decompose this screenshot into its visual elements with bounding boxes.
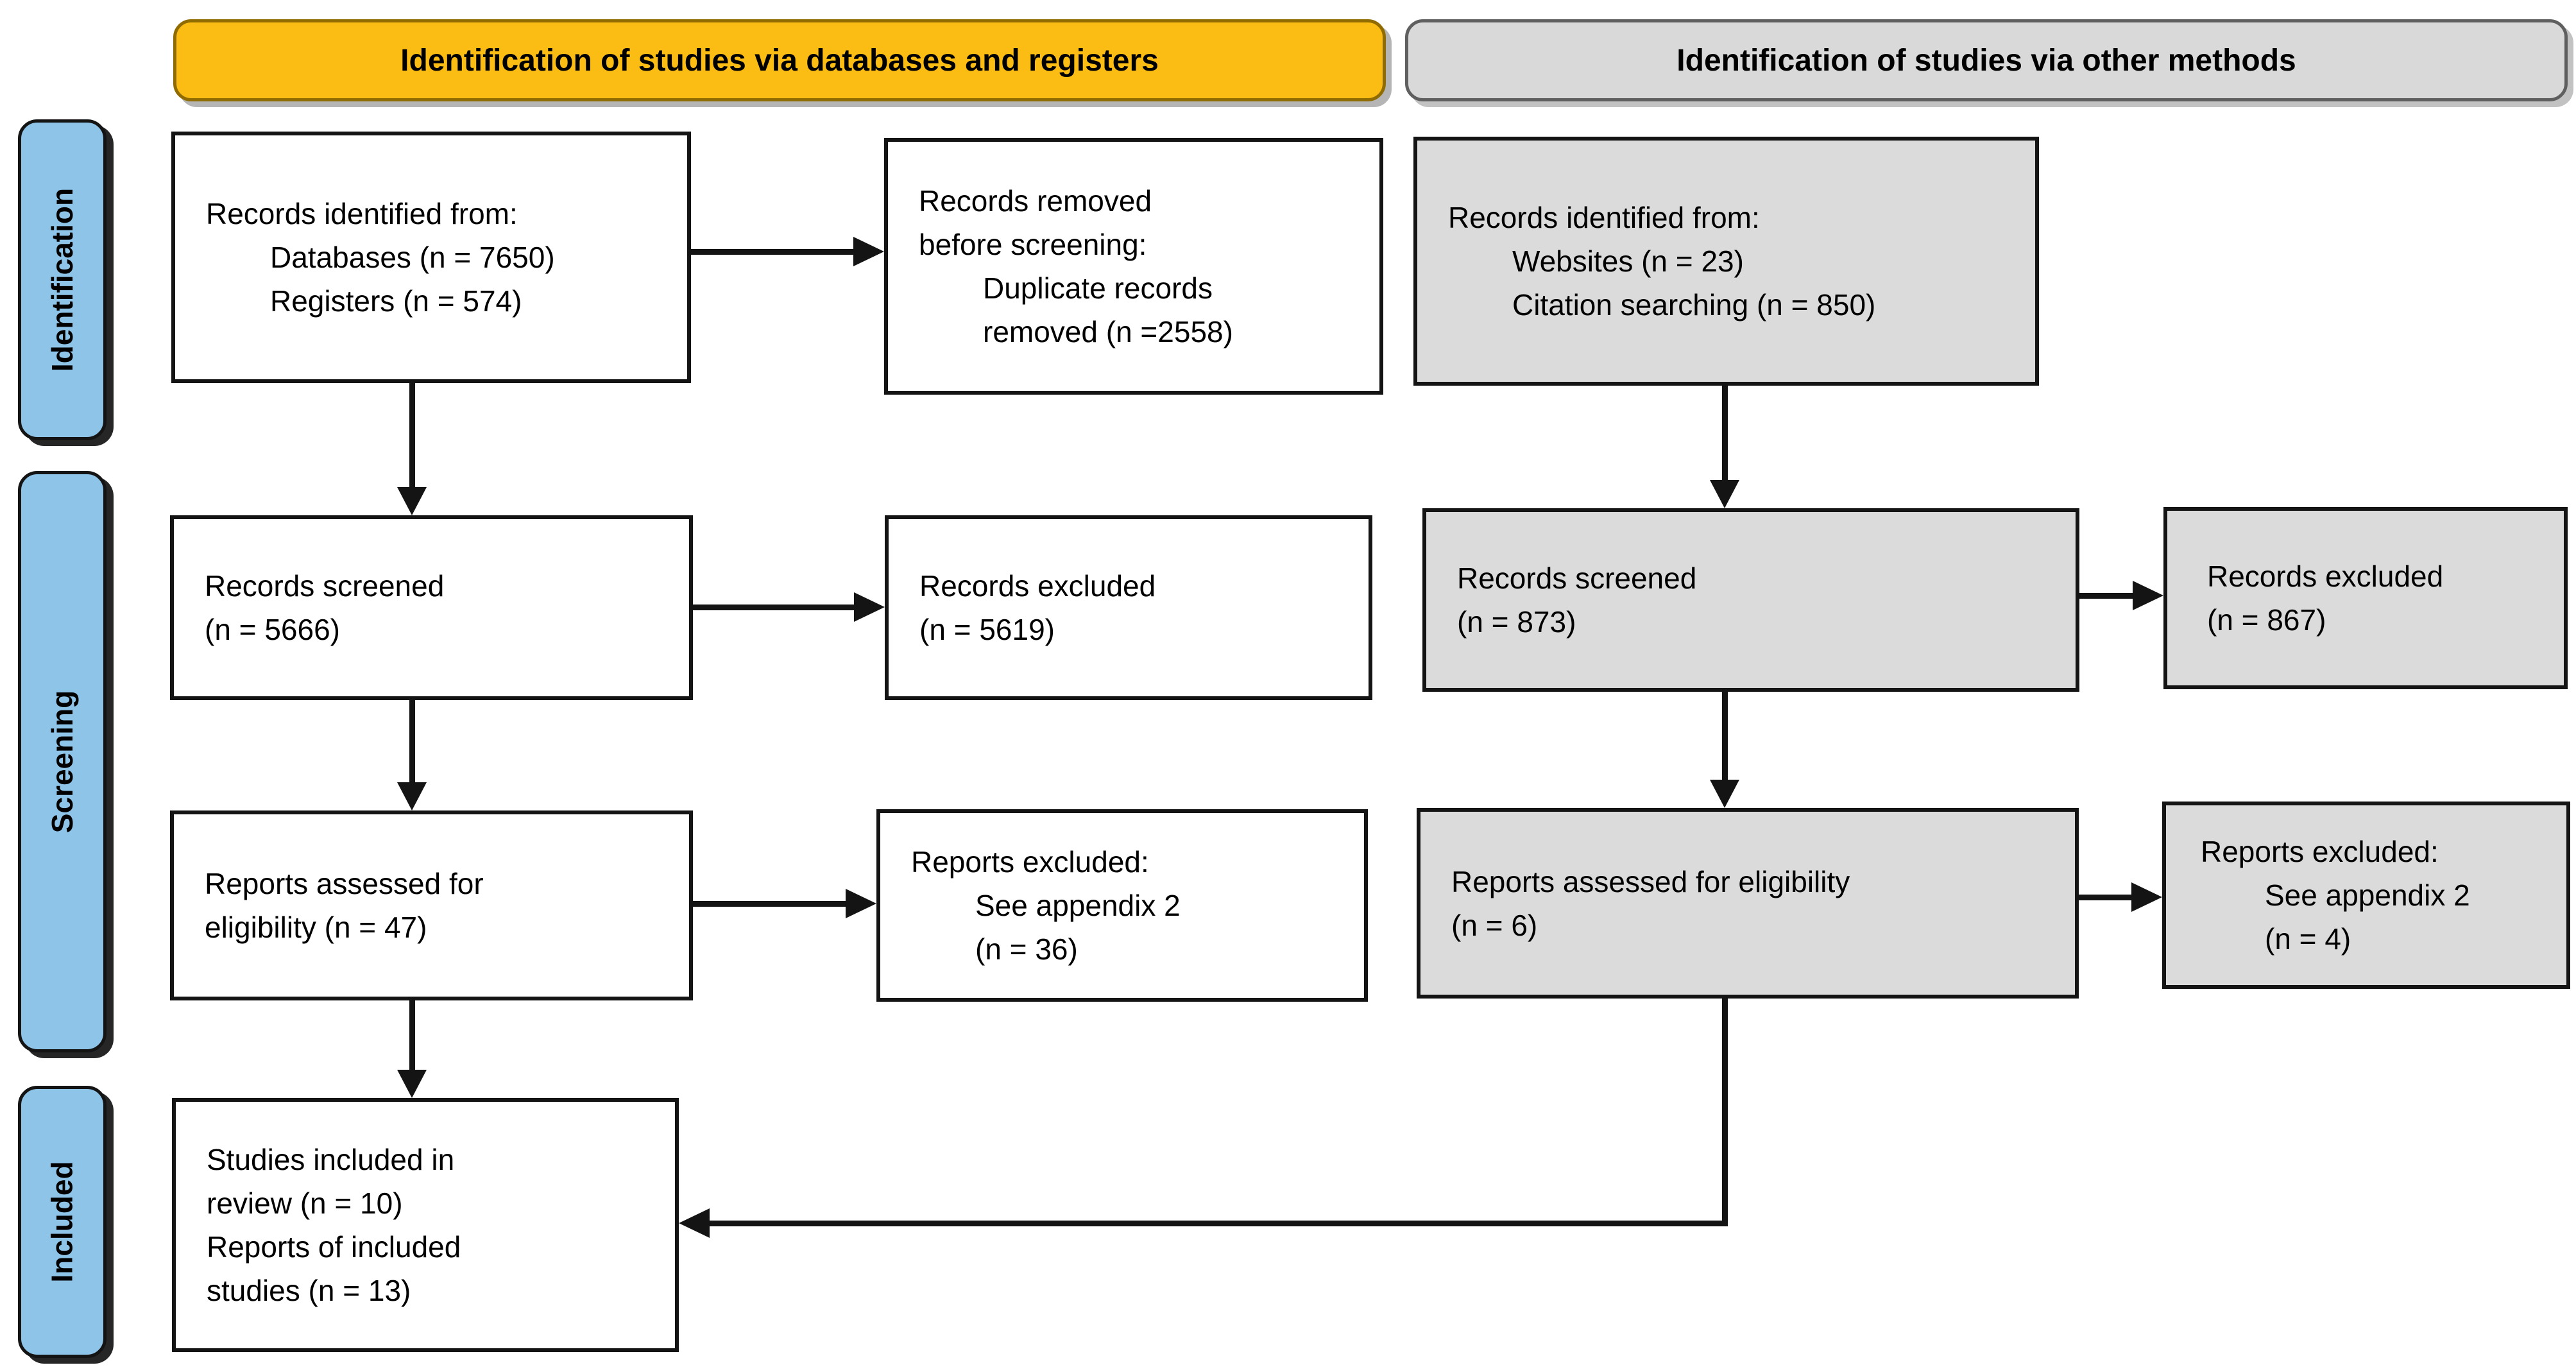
- text-line: (n = 36): [975, 932, 1078, 966]
- stage-included: Included: [18, 1086, 107, 1358]
- banner-databases-registers: Identification of studies via databases …: [173, 19, 1386, 101]
- text-line: Reports excluded:: [911, 845, 1149, 879]
- arrow-assessed-other-to-excluded: [2079, 882, 2162, 912]
- box-records-identified-databases: Records identified from: Databases (n = …: [171, 132, 691, 383]
- arrow-assessed-other-to-included: [679, 999, 1728, 1238]
- text-line: Reports assessed for: [205, 867, 484, 900]
- text-line: Citation searching (n = 850): [1512, 288, 1876, 322]
- text-line: Records removed: [919, 184, 1152, 218]
- text-line: See appendix 2: [2265, 879, 2470, 912]
- text-line: Records excluded: [2207, 560, 2444, 593]
- box-records-excluded-other: Records excluded (n = 867): [2163, 507, 2568, 689]
- arrow-identified-to-screened-db: [397, 383, 427, 515]
- arrow-identified-to-removed: [691, 237, 884, 266]
- text-line: (n = 4): [2265, 922, 2351, 956]
- text-line: Records excluded: [919, 569, 1156, 603]
- text-line: review (n = 10): [207, 1187, 403, 1220]
- text-line: Duplicate records: [983, 271, 1213, 305]
- text-line: Records screened: [205, 569, 445, 603]
- text-line: See appendix 2: [975, 889, 1181, 922]
- text-line: eligibility (n = 47): [205, 911, 427, 944]
- arrow-screened-other-to-excluded: [2079, 581, 2163, 610]
- text-line: Websites (n = 23): [1512, 244, 1744, 278]
- stage-screening: Screening: [18, 471, 107, 1052]
- box-reports-assessed-other: Reports assessed for eligibility (n = 6): [1417, 808, 2079, 999]
- text-line: Records identified from:: [206, 197, 518, 230]
- arrow-screened-to-assessed-db: [397, 700, 427, 810]
- text-line: Databases (n = 7650): [270, 241, 555, 274]
- box-studies-included: Studies included in review (n = 10) Repo…: [172, 1098, 679, 1352]
- text-line: (n = 5666): [205, 613, 340, 646]
- text-line: (n = 867): [2207, 603, 2326, 637]
- arrow-screened-db-to-excluded: [693, 592, 885, 622]
- text-line: Records screened: [1457, 562, 1697, 595]
- arrow-assessed-db-to-excluded: [693, 889, 876, 918]
- text-line: Reports of included: [207, 1230, 461, 1264]
- box-records-removed-before-screening: Records removed before screening: Duplic…: [884, 138, 1383, 395]
- box-records-identified-other: Records identified from: Websites (n = 2…: [1413, 137, 2039, 386]
- text-line: Reports excluded:: [2201, 835, 2439, 868]
- banner-other-methods: Identification of studies via other meth…: [1405, 19, 2568, 101]
- box-reports-assessed-databases: Reports assessed for eligibility (n = 47…: [170, 810, 693, 1000]
- text-line: Studies included in: [207, 1143, 455, 1176]
- box-reports-excluded-databases: Reports excluded: See appendix 2 (n = 36…: [876, 809, 1368, 1002]
- text-line: Reports assessed for eligibility: [1451, 864, 1850, 898]
- box-records-excluded-databases: Records excluded (n = 5619): [885, 515, 1372, 700]
- arrow-screened-to-assessed-other: [1710, 692, 1739, 808]
- text-line: Registers (n = 574): [270, 284, 522, 318]
- stage-identification-label: Identification: [46, 187, 80, 372]
- banner-databases-registers-label: Identification of studies via databases …: [400, 43, 1159, 78]
- box-records-screened-databases: Records screened (n = 5666): [170, 515, 693, 700]
- text-line: (n = 5619): [919, 613, 1055, 646]
- arrow-assessed-to-included: [397, 1000, 427, 1098]
- stage-screening-label: Screening: [46, 690, 80, 834]
- text-line: studies (n = 13): [207, 1274, 411, 1307]
- banner-other-methods-label: Identification of studies via other meth…: [1676, 43, 2296, 78]
- stage-identification: Identification: [18, 119, 107, 440]
- stage-included-label: Included: [46, 1161, 79, 1283]
- text-line: (n = 873): [1457, 605, 1576, 639]
- text-line: before screening:: [919, 228, 1147, 261]
- text-line: Records identified from:: [1448, 201, 1760, 234]
- box-records-screened-other: Records screened (n = 873): [1422, 508, 2079, 692]
- text-line: removed (n =2558): [983, 315, 1233, 348]
- arrow-identified-to-screened-other: [1710, 386, 1739, 508]
- box-reports-excluded-other: Reports excluded: See appendix 2 (n = 4): [2162, 802, 2570, 989]
- text-line: (n = 6): [1451, 908, 1538, 942]
